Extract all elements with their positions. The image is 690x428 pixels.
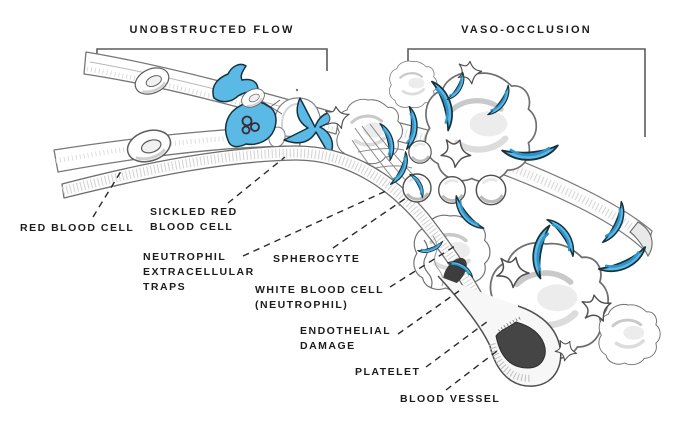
leader-white-blood-cell [389,245,456,288]
label-platelet: PLATELET [355,366,421,378]
bracket-vaso-occlusion [407,48,646,137]
leader-spherocyte [332,195,410,249]
leader-red-blood-cell [92,167,124,218]
leader-endothelial-damage [397,290,460,335]
label-sickled-red-blood-cell: SICKLED RED BLOOD CELL [150,206,238,233]
leader-lines [92,156,502,391]
title-vaso-occlusion: VASO-OCCLUSION [461,24,592,36]
vessel-front-wall [61,145,507,353]
label-endothelial-damage: ENDOTHELIAL DAMAGE [300,325,392,352]
label-spherocyte: SPHEROCYTE [273,253,361,265]
leader-blood-vessel [445,347,502,391]
title-unobstructed-flow: UNOBSTRUCTED FLOW [129,24,295,36]
label-blood-vessel: BLOOD VESSEL [400,393,501,405]
leader-platelet [425,320,489,368]
label-red-blood-cell: RED BLOOD CELL [20,222,135,234]
leader-nets [242,190,387,257]
vessel-open-end [437,275,562,387]
label-white-blood-cell: WHITE BLOOD CELL (NEUTROPHIL) [255,284,384,311]
leader-sickled-red-blood-cell [227,156,286,204]
label-neutrophil-extracellular-traps: NEUTROPHIL EXTRACELLULAR TRAPS [143,251,255,293]
